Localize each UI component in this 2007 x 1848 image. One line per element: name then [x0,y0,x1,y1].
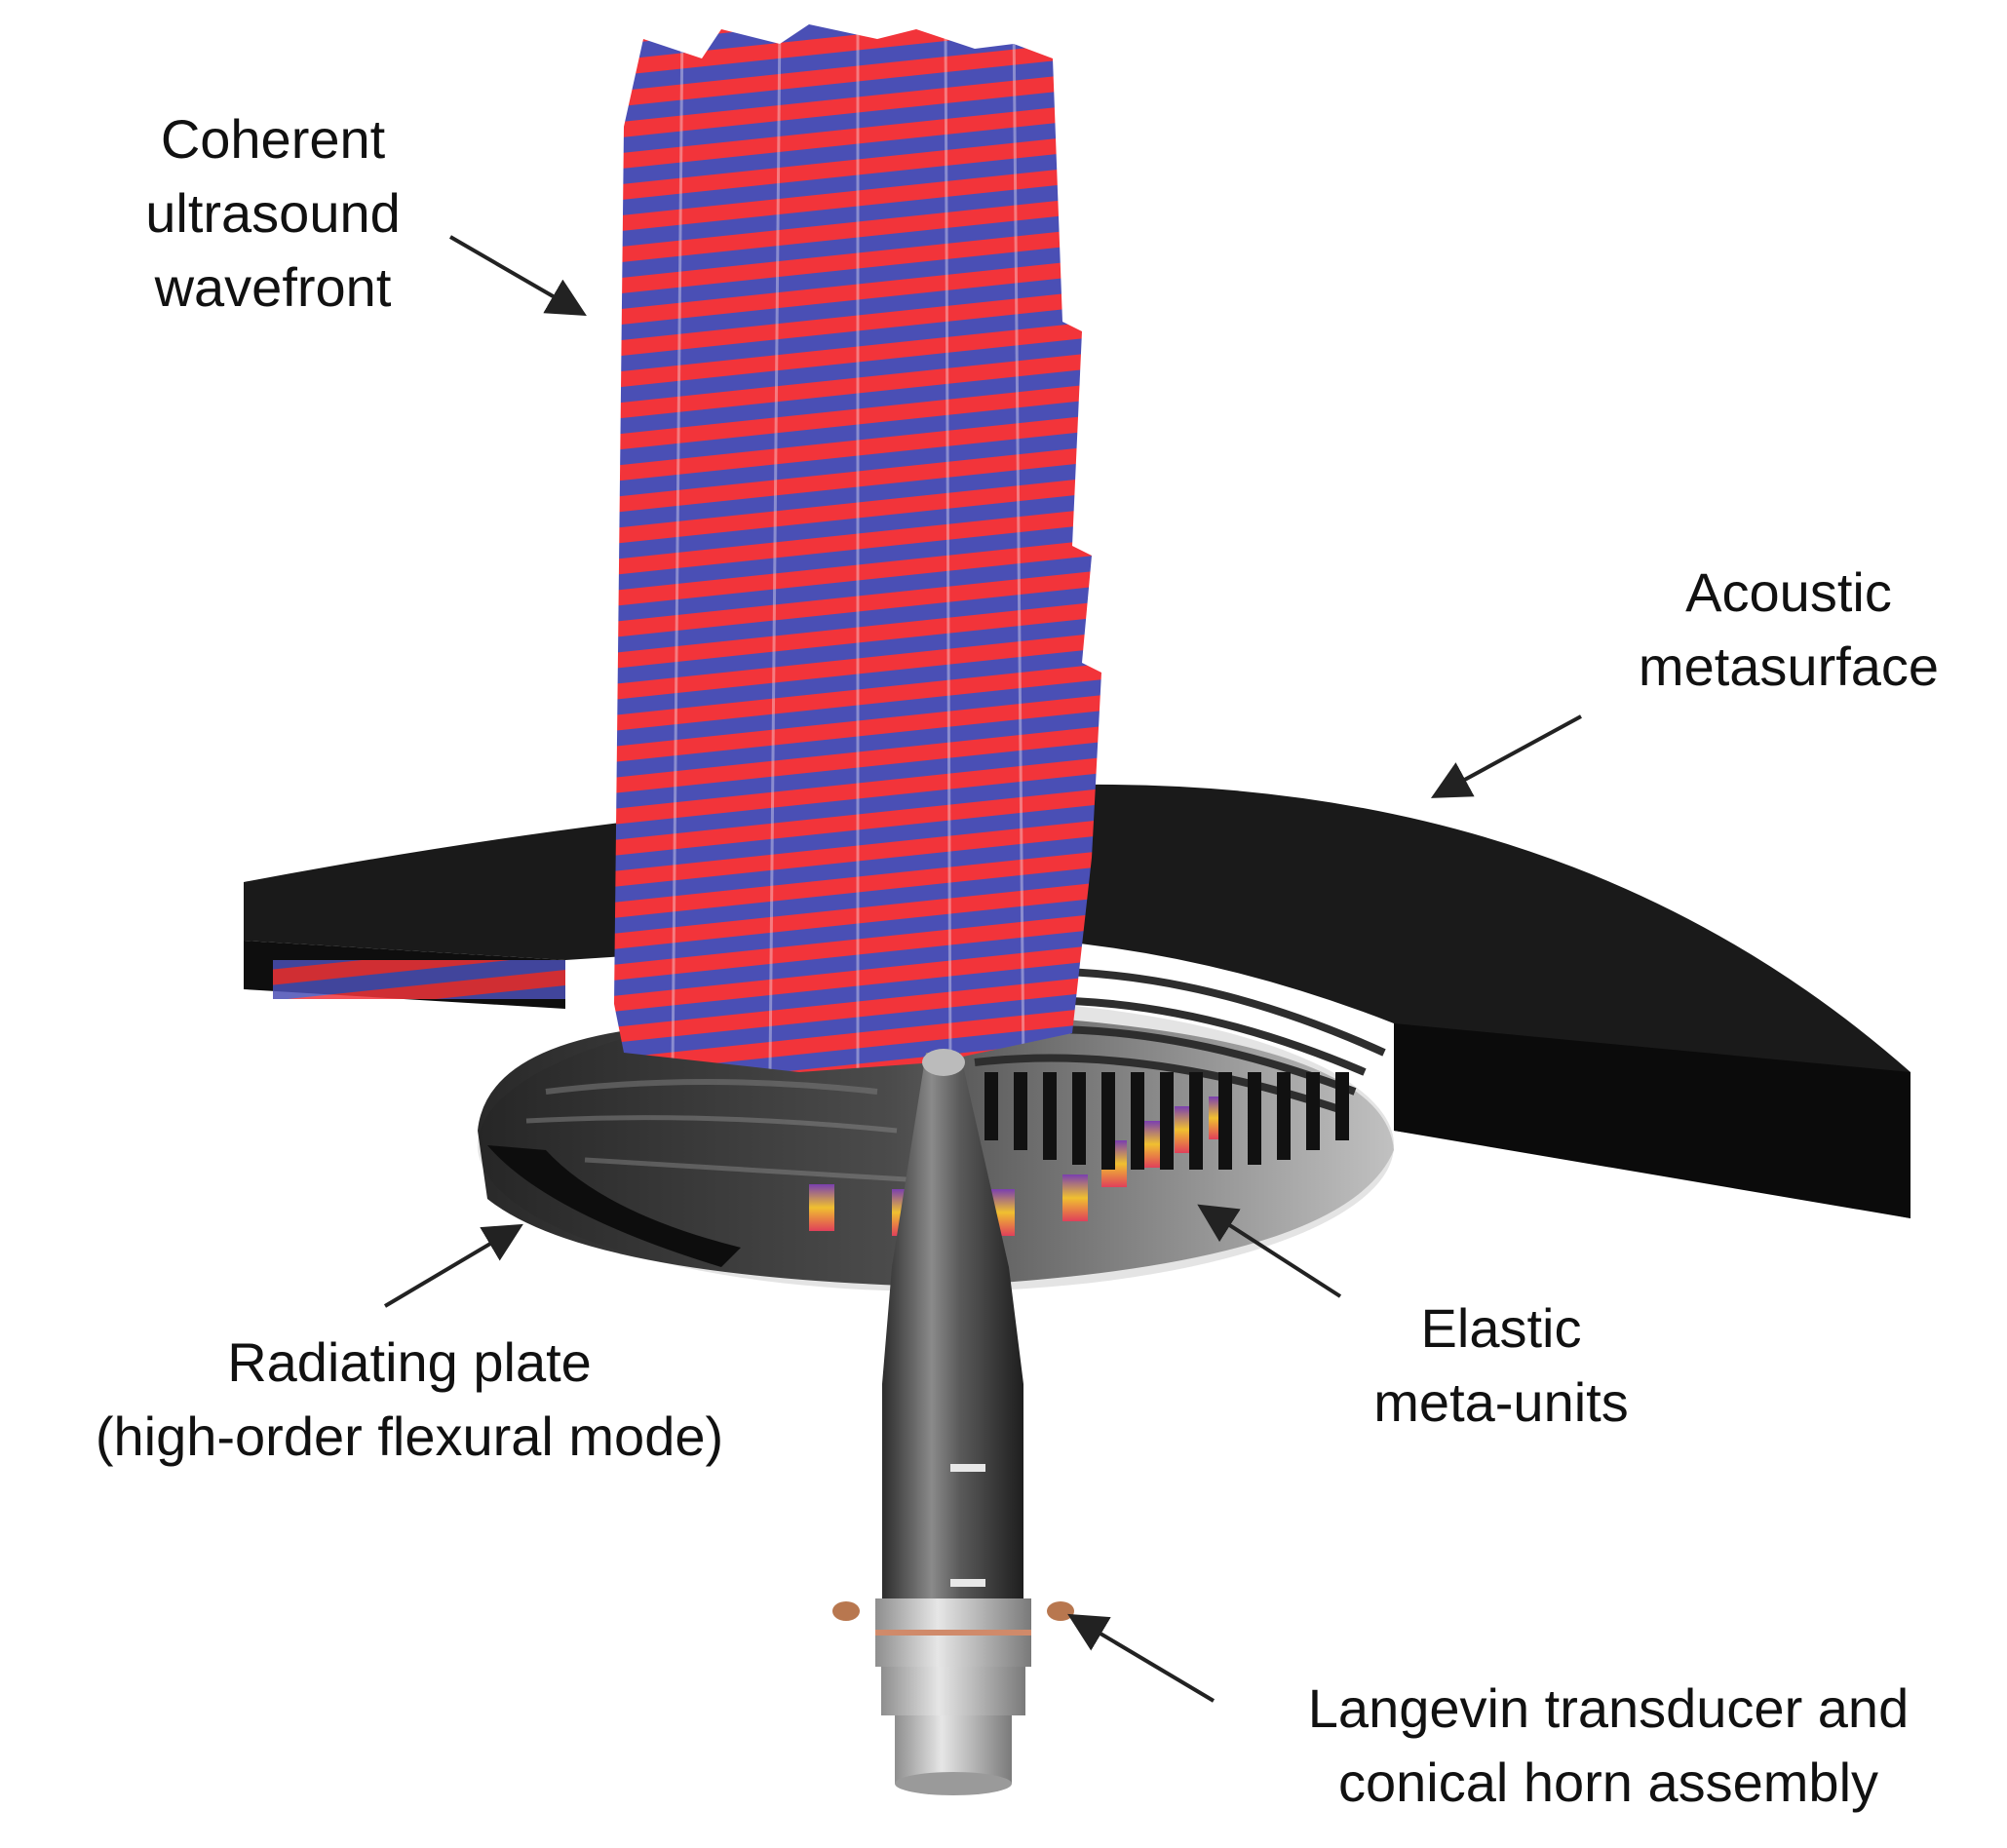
radiating-plate-label: Radiating plate (high-order flexural mod… [49,1326,770,1474]
meta-units-arrow [1197,1204,1342,1298]
metasurface-arrow [1430,714,1582,798]
radiating-plate-label-line-1: Radiating plate [227,1331,592,1393]
transducer-label: Langevin transducer and conical horn ass… [1228,1672,1988,1820]
transducer-label-line-2: conical horn assembly [1337,1752,1879,1813]
annotation-arrows [383,235,1582,1703]
wavefront-label-line-3: wavefront [154,256,392,318]
radiating-plate-label-line-2: (high-order flexural mode) [95,1405,724,1467]
meta-units-label: Elastic meta-units [1306,1291,1696,1440]
meta-units-label-line-2: meta-units [1373,1371,1629,1433]
wavefront-label: Coherent ultrasound wavefront [107,102,439,325]
transducer-label-line-1: Langevin transducer and [1307,1677,1910,1739]
wavefront-label-line-1: Coherent [160,108,386,170]
metasurface-label-line-2: metasurface [1638,635,1940,697]
plate-arrow [383,1223,523,1308]
transducer-arrow [1067,1613,1216,1703]
ultrasound-wavefront [273,24,1101,1072]
langevin-transducer-horn [832,1049,1074,1795]
wavefront-arrow [448,235,587,317]
metasurface-label: Acoustic metasurface [1579,556,1998,704]
meta-units-label-line-1: Elastic [1420,1297,1582,1359]
metasurface-label-line-1: Acoustic [1685,561,1892,623]
wavefront-label-line-2: ultrasound [145,182,401,244]
